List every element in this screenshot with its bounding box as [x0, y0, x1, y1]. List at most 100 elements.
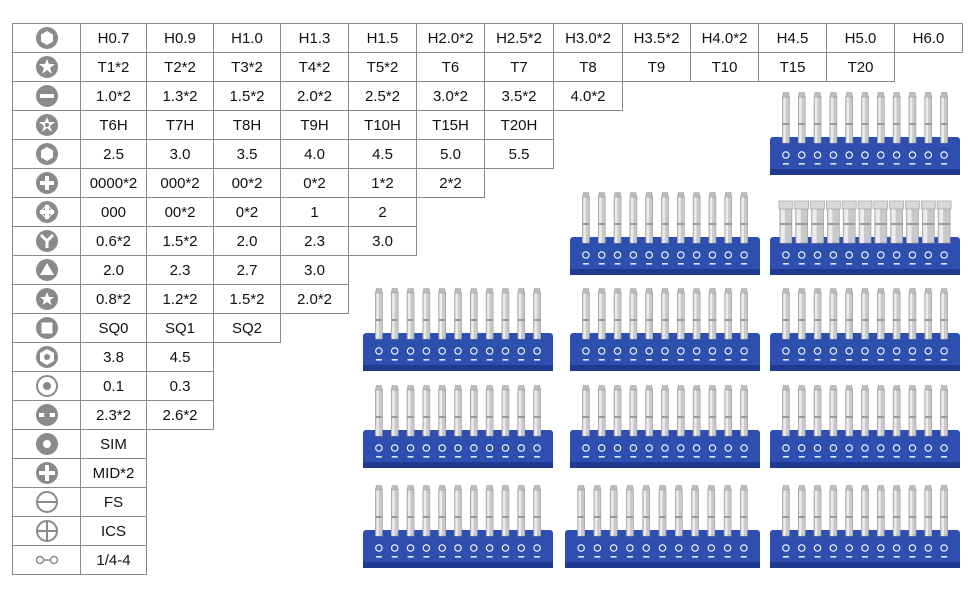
- bit-tray-image: [770, 92, 960, 175]
- torx-security-icon: [12, 110, 81, 140]
- size-cell: 1.3*2: [146, 81, 214, 111]
- triangle-icon: [12, 255, 81, 285]
- bit-tray: [770, 288, 960, 373]
- bit-tray-image: [363, 485, 553, 568]
- size-cell: 3.0: [280, 255, 349, 285]
- size-cell: 000: [80, 197, 147, 227]
- size-cell: 1/4-4: [80, 545, 147, 575]
- size-cell: 2.5: [80, 139, 147, 169]
- bit-tray-image: [363, 288, 553, 371]
- bit-tray-image: [363, 385, 553, 468]
- size-cell: SQ2: [213, 313, 281, 343]
- size-cell: 0*2: [213, 197, 281, 227]
- size-cell: T8H: [213, 110, 281, 140]
- size-cell: 1.0*2: [80, 81, 147, 111]
- size-cell: 4.5: [348, 139, 417, 169]
- size-cell: 1.5*2: [146, 226, 214, 256]
- bit-tray-image: [770, 200, 960, 275]
- size-cell: MID*2: [80, 458, 147, 488]
- flat-icon: [12, 487, 81, 517]
- bit-tray: [570, 288, 760, 373]
- bit-tray: [565, 485, 760, 570]
- size-cell: 2.3: [146, 255, 214, 285]
- size-cell: 3.5*2: [484, 81, 554, 111]
- size-cell: T2*2: [146, 52, 214, 82]
- bit-tray: [770, 192, 960, 277]
- size-cell: T7H: [146, 110, 214, 140]
- tri-wing-icon: [12, 226, 81, 256]
- size-cell: 0.6*2: [80, 226, 147, 256]
- size-cell: T9: [622, 52, 691, 82]
- extension-icon: [12, 545, 81, 575]
- hex-nut-icon: [12, 342, 81, 372]
- size-cell: 2.5*2: [348, 81, 417, 111]
- sim-icon: [12, 429, 81, 459]
- spanner-icon: [12, 400, 81, 430]
- size-cell: 4.0*2: [553, 81, 623, 111]
- bit-tray: [570, 192, 760, 277]
- bit-tray-image: [570, 192, 760, 275]
- size-cell: 000*2: [146, 168, 214, 198]
- size-cell: H0.9: [146, 23, 214, 53]
- size-cell: T20H: [484, 110, 554, 140]
- size-cell: 2.0*2: [280, 81, 349, 111]
- size-cell: 2.6*2: [146, 400, 214, 430]
- size-cell: H1.5: [348, 23, 417, 53]
- size-cell: 2.0*2: [280, 284, 349, 314]
- size-cell: 1: [280, 197, 349, 227]
- size-cell: H2.5*2: [484, 23, 554, 53]
- size-cell: ICS: [80, 516, 147, 546]
- bit-tray-image: [565, 485, 760, 568]
- bit-tray-image: [770, 288, 960, 371]
- size-cell: T9H: [280, 110, 349, 140]
- size-cell: 5.5: [484, 139, 554, 169]
- size-cell: H2.0*2: [416, 23, 485, 53]
- size-cell: SQ1: [146, 313, 214, 343]
- pozidriv-icon: [12, 197, 81, 227]
- size-cell: 1.5*2: [213, 284, 281, 314]
- size-cell: 00*2: [146, 197, 214, 227]
- size-cell: 0.1: [80, 371, 147, 401]
- mid-icon: [12, 458, 81, 488]
- square-icon: [12, 313, 81, 343]
- bit-tray-image: [570, 288, 760, 371]
- size-cell: 2.3*2: [80, 400, 147, 430]
- size-cell: H1.3: [280, 23, 349, 53]
- size-cell: T7: [484, 52, 554, 82]
- size-cell: H1.0: [213, 23, 281, 53]
- size-cell: SIM: [80, 429, 147, 459]
- bit-tray-image: [570, 385, 760, 468]
- size-cell: T8: [553, 52, 623, 82]
- size-cell: 2.0: [213, 226, 281, 256]
- size-cell: FS: [80, 487, 147, 517]
- bit-tray: [570, 385, 760, 470]
- size-cell: T10: [690, 52, 759, 82]
- hex-icon: [12, 139, 81, 169]
- cross-icon: [12, 516, 81, 546]
- size-cell: 3.0*2: [416, 81, 485, 111]
- bit-tray: [363, 485, 553, 570]
- size-cell: 0.8*2: [80, 284, 147, 314]
- size-cell: 4.5: [146, 342, 214, 372]
- phillips-icon: [12, 168, 81, 198]
- bit-tray: [770, 385, 960, 470]
- bit-tray: [770, 485, 960, 570]
- size-cell: T1*2: [80, 52, 147, 82]
- size-cell: T4*2: [280, 52, 349, 82]
- size-cell: T6H: [80, 110, 147, 140]
- torx-icon: [12, 52, 81, 82]
- size-cell: T3*2: [213, 52, 281, 82]
- size-cell: 1*2: [348, 168, 417, 198]
- size-cell: 0*2: [280, 168, 349, 198]
- hex-socket-icon: [12, 23, 81, 53]
- size-cell: 1.2*2: [146, 284, 214, 314]
- size-cell: 0000*2: [80, 168, 147, 198]
- size-cell: 5.0: [416, 139, 485, 169]
- size-cell: 1.5*2: [213, 81, 281, 111]
- size-cell: 00*2: [213, 168, 281, 198]
- size-cell: T6: [416, 52, 485, 82]
- size-cell: T10H: [348, 110, 417, 140]
- size-cell: T15: [758, 52, 827, 82]
- bit-tray: [363, 288, 553, 373]
- size-cell: T15H: [416, 110, 485, 140]
